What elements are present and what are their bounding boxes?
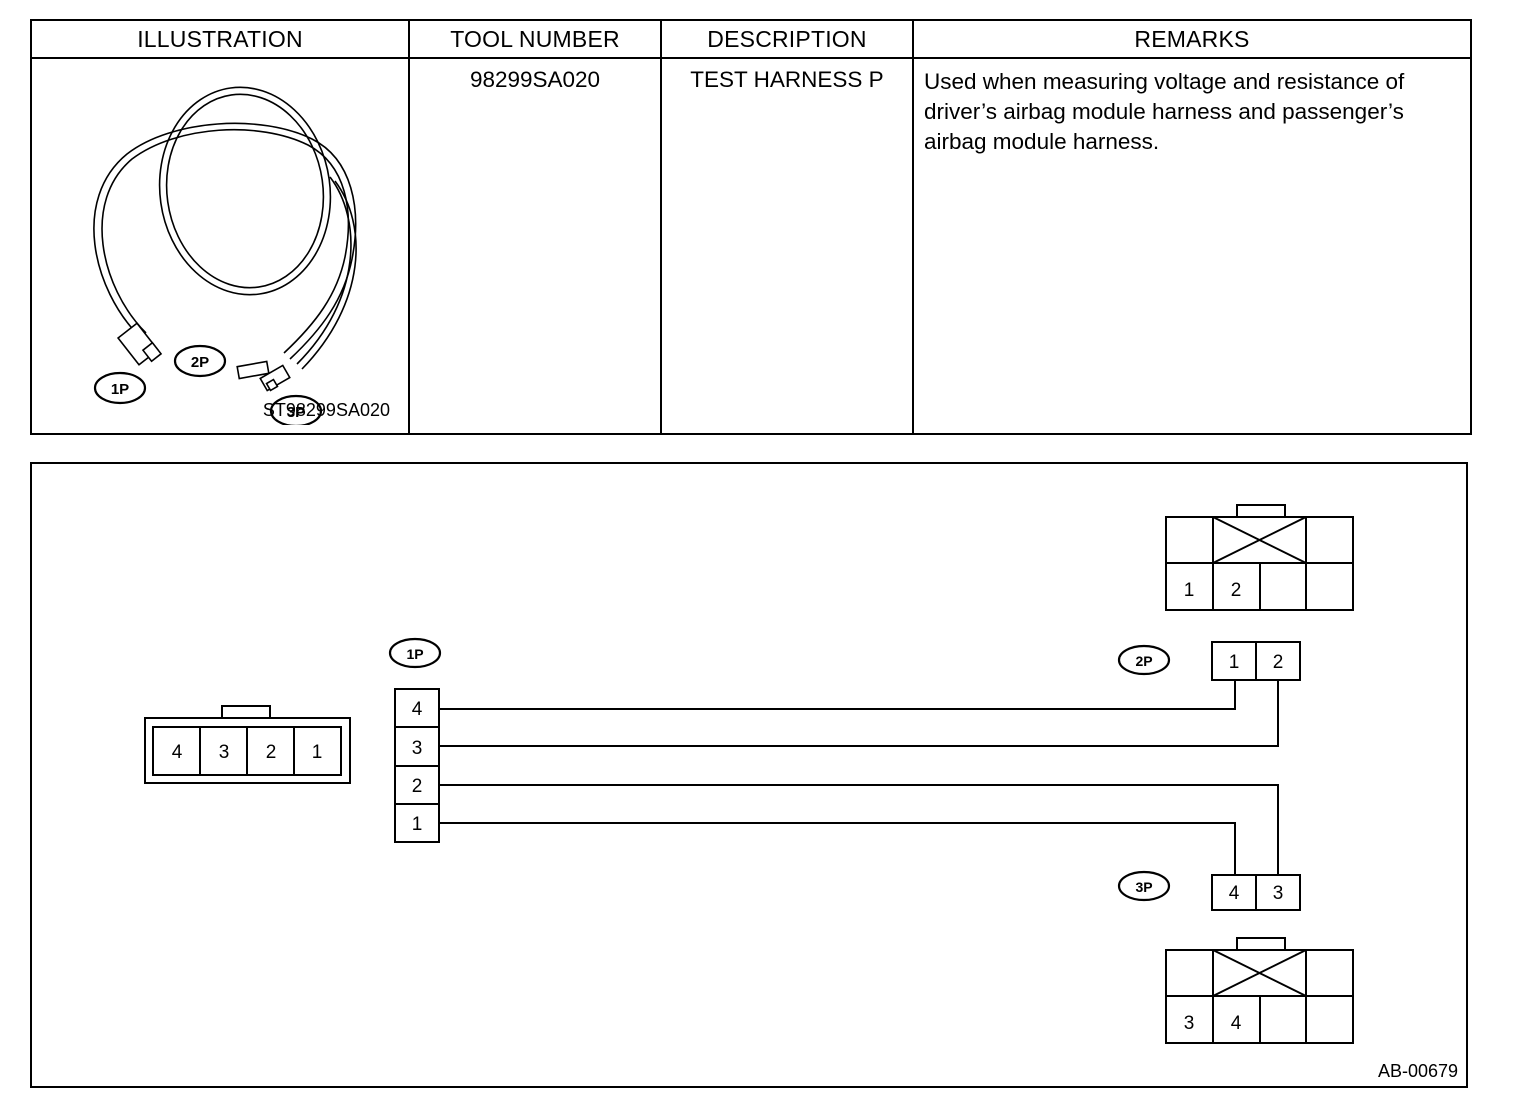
pin-3p: 3 bbox=[1273, 883, 1284, 904]
svg-text:2P: 2P bbox=[1135, 653, 1152, 669]
connector-3p bbox=[1211, 874, 1301, 911]
harness-wire-right-2 bbox=[301, 180, 357, 370]
tool-number-cell: 98299SA020 bbox=[408, 57, 662, 435]
illus-badge-2p: 2P bbox=[173, 344, 227, 378]
tool-table: ILLUSTRATION TOOL NUMBER DESCRIPTION REM… bbox=[30, 19, 1472, 435]
diagram-code: AB-00679 bbox=[1377, 1061, 1458, 1081]
header-tool-number: TOOL NUMBER bbox=[408, 19, 662, 59]
face-1p-pin: 2 bbox=[266, 742, 277, 763]
harness-illustration: 2P 1P 3P bbox=[93, 86, 357, 425]
wire-pin4 bbox=[439, 680, 1236, 710]
harness-loop-inner bbox=[158, 86, 332, 296]
harness-wire-outer-2 bbox=[101, 128, 350, 354]
header-remarks: REMARKS bbox=[912, 19, 1472, 59]
illus-badge-3p: 3P bbox=[269, 394, 323, 425]
connector-2p bbox=[1211, 641, 1301, 681]
stack-1p-pin: 1 bbox=[412, 814, 423, 835]
harness-wire-right bbox=[296, 176, 352, 365]
badge-1p: 1P bbox=[388, 637, 442, 669]
badge-3p: 3P bbox=[1117, 870, 1171, 902]
svg-text:2P: 2P bbox=[191, 354, 209, 371]
harness-loop-inner-2 bbox=[165, 93, 325, 289]
pin-2p: 1 bbox=[1229, 652, 1240, 673]
svg-text:3P: 3P bbox=[1135, 879, 1152, 895]
face-2p-pin: 1 bbox=[1184, 580, 1195, 601]
illustration-cell: 2P 1P 3P ST98299SA020 bbox=[30, 57, 410, 435]
pin-2p: 2 bbox=[1273, 652, 1284, 673]
table-row: 2P 1P 3P ST98299SA020 98299SA020 bbox=[30, 57, 1472, 435]
face-1p-pin: 1 bbox=[312, 742, 323, 763]
table-header-row: ILLUSTRATION TOOL NUMBER DESCRIPTION REM… bbox=[30, 19, 1472, 59]
wiring-diagram-frame: 4 3 2 1 1P 4 3 2 1 bbox=[30, 462, 1468, 1088]
svg-text:3P: 3P bbox=[287, 404, 305, 421]
harness-wires bbox=[439, 680, 1279, 875]
header-description: DESCRIPTION bbox=[660, 19, 914, 59]
face-1p-pin: 4 bbox=[172, 742, 183, 763]
header-illustration: ILLUSTRATION bbox=[30, 19, 410, 59]
wiring-diagram: 4 3 2 1 1P 4 3 2 1 bbox=[144, 504, 1354, 1044]
connector-3p-face bbox=[1165, 937, 1354, 1044]
badge-2p: 2P bbox=[1117, 644, 1171, 676]
face-3p-pin: 4 bbox=[1231, 1013, 1242, 1034]
svg-text:1P: 1P bbox=[111, 381, 129, 398]
face-2p-pin: 2 bbox=[1231, 580, 1242, 601]
pin-3p: 4 bbox=[1229, 883, 1240, 904]
stack-1p-pin: 3 bbox=[412, 738, 423, 759]
stack-1p-pin: 4 bbox=[412, 699, 423, 720]
face-1p-pin: 3 bbox=[219, 742, 230, 763]
stack-1p-pin: 2 bbox=[412, 776, 423, 797]
illus-connector-1p bbox=[116, 322, 163, 366]
face-3p-pin: 3 bbox=[1184, 1013, 1195, 1034]
connector-1p-face bbox=[144, 705, 351, 784]
connector-1p-stack bbox=[394, 688, 440, 843]
connector-2p-face bbox=[1165, 504, 1354, 611]
wire-pin2 bbox=[439, 784, 1279, 875]
remarks-cell: Used when measuring voltage and resistan… bbox=[912, 57, 1472, 435]
wire-pin3 bbox=[439, 680, 1279, 747]
description-cell: TEST HARNESS P bbox=[660, 57, 914, 435]
illus-connector-2p bbox=[236, 360, 270, 380]
svg-text:1P: 1P bbox=[406, 646, 423, 662]
illus-badge-1p: 1P bbox=[93, 371, 147, 405]
illus-connector-3p bbox=[259, 364, 291, 392]
wire-pin1 bbox=[439, 822, 1236, 875]
illustration-code: ST98299SA020 bbox=[262, 400, 390, 420]
